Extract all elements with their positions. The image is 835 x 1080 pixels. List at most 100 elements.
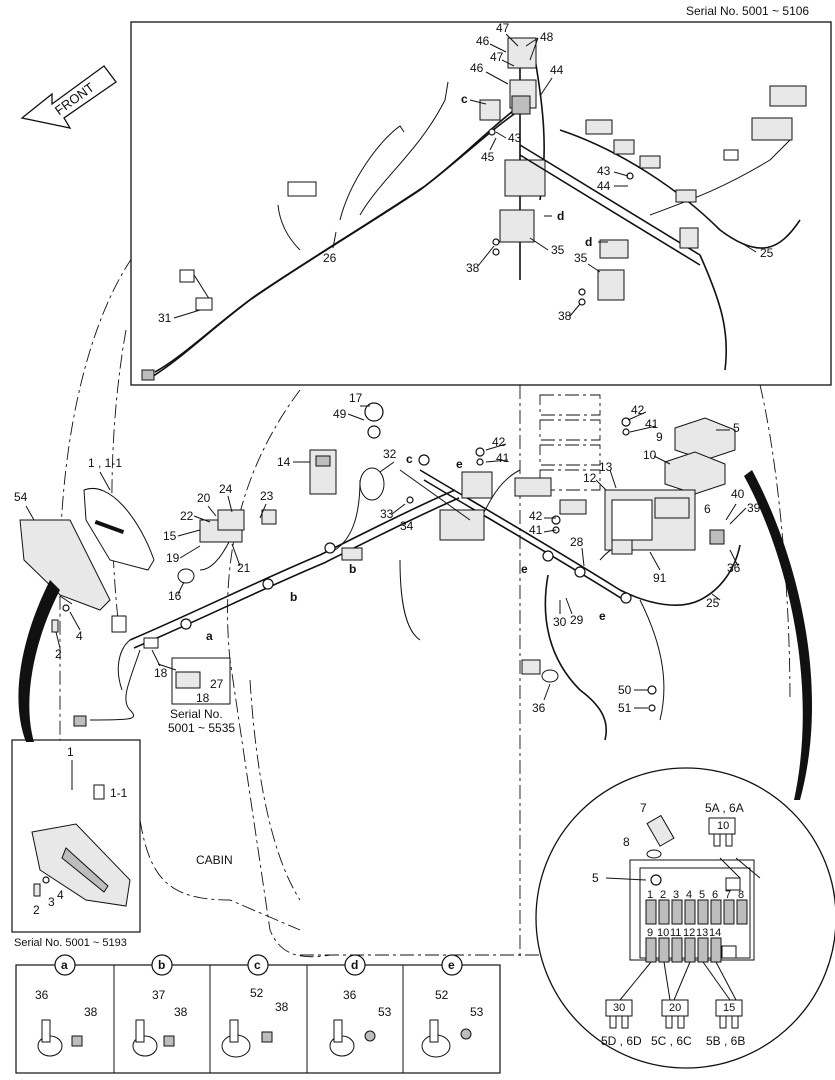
callout-label: e <box>599 609 606 623</box>
callout-label: 37 <box>152 988 166 1002</box>
callout-label: 1 , 1-1 <box>88 456 122 470</box>
callout-label: 2 <box>55 647 62 661</box>
callout-label: b <box>158 958 165 972</box>
pointer-swoosh-right <box>744 470 813 800</box>
callout-label: 15 <box>723 1002 735 1014</box>
callout-label: 17 <box>349 391 363 405</box>
callout-label: 48 <box>540 30 554 44</box>
callout-label: c <box>254 958 261 972</box>
callout-label: 14 <box>709 927 721 939</box>
callout-label: 43 <box>597 164 611 178</box>
lamp-inset: 1 1-1 2 3 4 Serial No. 5001 ~ 5193 <box>11 739 141 949</box>
callout-label: 3 <box>48 895 55 909</box>
callout-label: 36 <box>727 561 741 575</box>
callout-label: 12 <box>583 471 597 485</box>
callout-label: 36 <box>343 988 357 1002</box>
pointer-swoosh-left <box>18 580 60 742</box>
callout-label: 10 <box>717 820 729 832</box>
cabin-label: CABIN <box>196 853 233 867</box>
callout-label: 30 <box>613 1002 625 1014</box>
callout-label: b <box>349 562 356 576</box>
callout-label: 53 <box>378 1005 392 1019</box>
serial-inset-18-27: 27 18 Serial No. 5001 ~ 5535 <box>157 657 235 735</box>
callout-label: 33 <box>380 507 394 521</box>
callout-label: 5 <box>733 421 740 435</box>
fuse-row-2: 9 10 11 12 13 14 <box>645 927 722 963</box>
callout-label: 53 <box>470 1005 484 1019</box>
callout-label: e <box>456 457 463 471</box>
callout-label: 36 <box>35 988 49 1002</box>
clamp-table: a 36 38 b 37 38 c 52 38 d <box>15 954 501 1074</box>
callout-label: 19 <box>166 551 180 565</box>
callout-label: 38 <box>174 1005 188 1019</box>
callout-label: 2 <box>660 889 666 901</box>
callout-label: 1-1 <box>110 786 128 800</box>
callout-label: 23 <box>260 489 274 503</box>
callout-label: 41 <box>529 523 543 537</box>
callout-label: 4 <box>686 889 692 901</box>
callout-label: 18 <box>196 691 210 705</box>
callout-label: 31 <box>158 311 172 325</box>
clamp-cell-d: d 36 53 <box>329 954 392 1057</box>
callout-label: 4 <box>57 888 64 902</box>
callout-label: c <box>406 452 413 466</box>
callout-label: 2 <box>33 903 40 917</box>
callout-label: 38 <box>558 309 572 323</box>
callout-label: d <box>351 958 358 972</box>
top-harness <box>141 37 807 381</box>
top-detail-frame <box>130 21 832 386</box>
clamp-cell-e: e 52 53 <box>421 954 484 1058</box>
callout-label: 38 <box>466 261 480 275</box>
callout-label: 13 <box>696 927 708 939</box>
callout-label: 8 <box>623 835 630 849</box>
callout-label: 50 <box>618 683 632 697</box>
callout-label: 14 <box>277 455 291 469</box>
front-arrow-icon: FRONT <box>20 65 117 129</box>
callout-label: 13 <box>599 460 613 474</box>
callout-label: 47 <box>496 21 510 35</box>
callout-label: 42 <box>631 403 645 417</box>
callout-label: 24 <box>219 482 233 496</box>
callout-label: 5C , 6C <box>651 1034 692 1048</box>
main-callouts: 1 , 1-1 54 2 4 18 20 24 23 22 15 19 21 1… <box>14 391 761 867</box>
top-leader-lines <box>173 33 757 319</box>
callout-label: 25 <box>706 596 720 610</box>
callout-label: 36 <box>532 701 546 715</box>
callout-label: 25 <box>760 246 774 260</box>
callout-label: 10 <box>657 927 669 939</box>
clamp-cell-a: a 36 38 <box>35 954 98 1057</box>
callout-label: 20 <box>197 491 211 505</box>
callout-label: 1 <box>67 745 74 759</box>
callout-label: 38 <box>275 1000 289 1014</box>
callout-label: 44 <box>550 63 564 77</box>
callout-label: 6 <box>712 889 718 901</box>
main-harness <box>73 454 741 741</box>
callout-label: 30 <box>553 615 567 629</box>
callout-label: 54 <box>14 490 28 504</box>
callout-label: 20 <box>669 1002 681 1014</box>
control-units <box>399 394 736 712</box>
switch-parts <box>177 402 385 584</box>
callout-label: 45 <box>481 150 495 164</box>
callout-label: Serial No. 5001 ~ 5193 <box>14 937 127 949</box>
callout-label: d <box>557 209 564 223</box>
callout-label: 42 <box>492 435 506 449</box>
callout-label: 29 <box>570 613 584 627</box>
callout-label: 4 <box>76 629 83 643</box>
callout-label: 44 <box>597 179 611 193</box>
callout-label: 15 <box>163 529 177 543</box>
callout-label: 5A , 6A <box>705 801 744 815</box>
callout-label: 47 <box>490 50 504 64</box>
callout-label: 91 <box>653 571 667 585</box>
callout-label: e <box>521 562 528 576</box>
callout-label: 1 <box>647 889 653 901</box>
callout-label: 22 <box>180 509 194 523</box>
callout-label: 21 <box>237 561 251 575</box>
callout-label: e <box>448 958 455 972</box>
callout-label: b <box>290 590 297 604</box>
callout-label: 5001 ~ 5535 <box>168 721 235 735</box>
callout-label: 9 <box>656 430 663 444</box>
callout-label: 7 <box>725 889 731 901</box>
fuse-row-1: 1 2 3 4 5 6 7 8 <box>645 889 748 925</box>
